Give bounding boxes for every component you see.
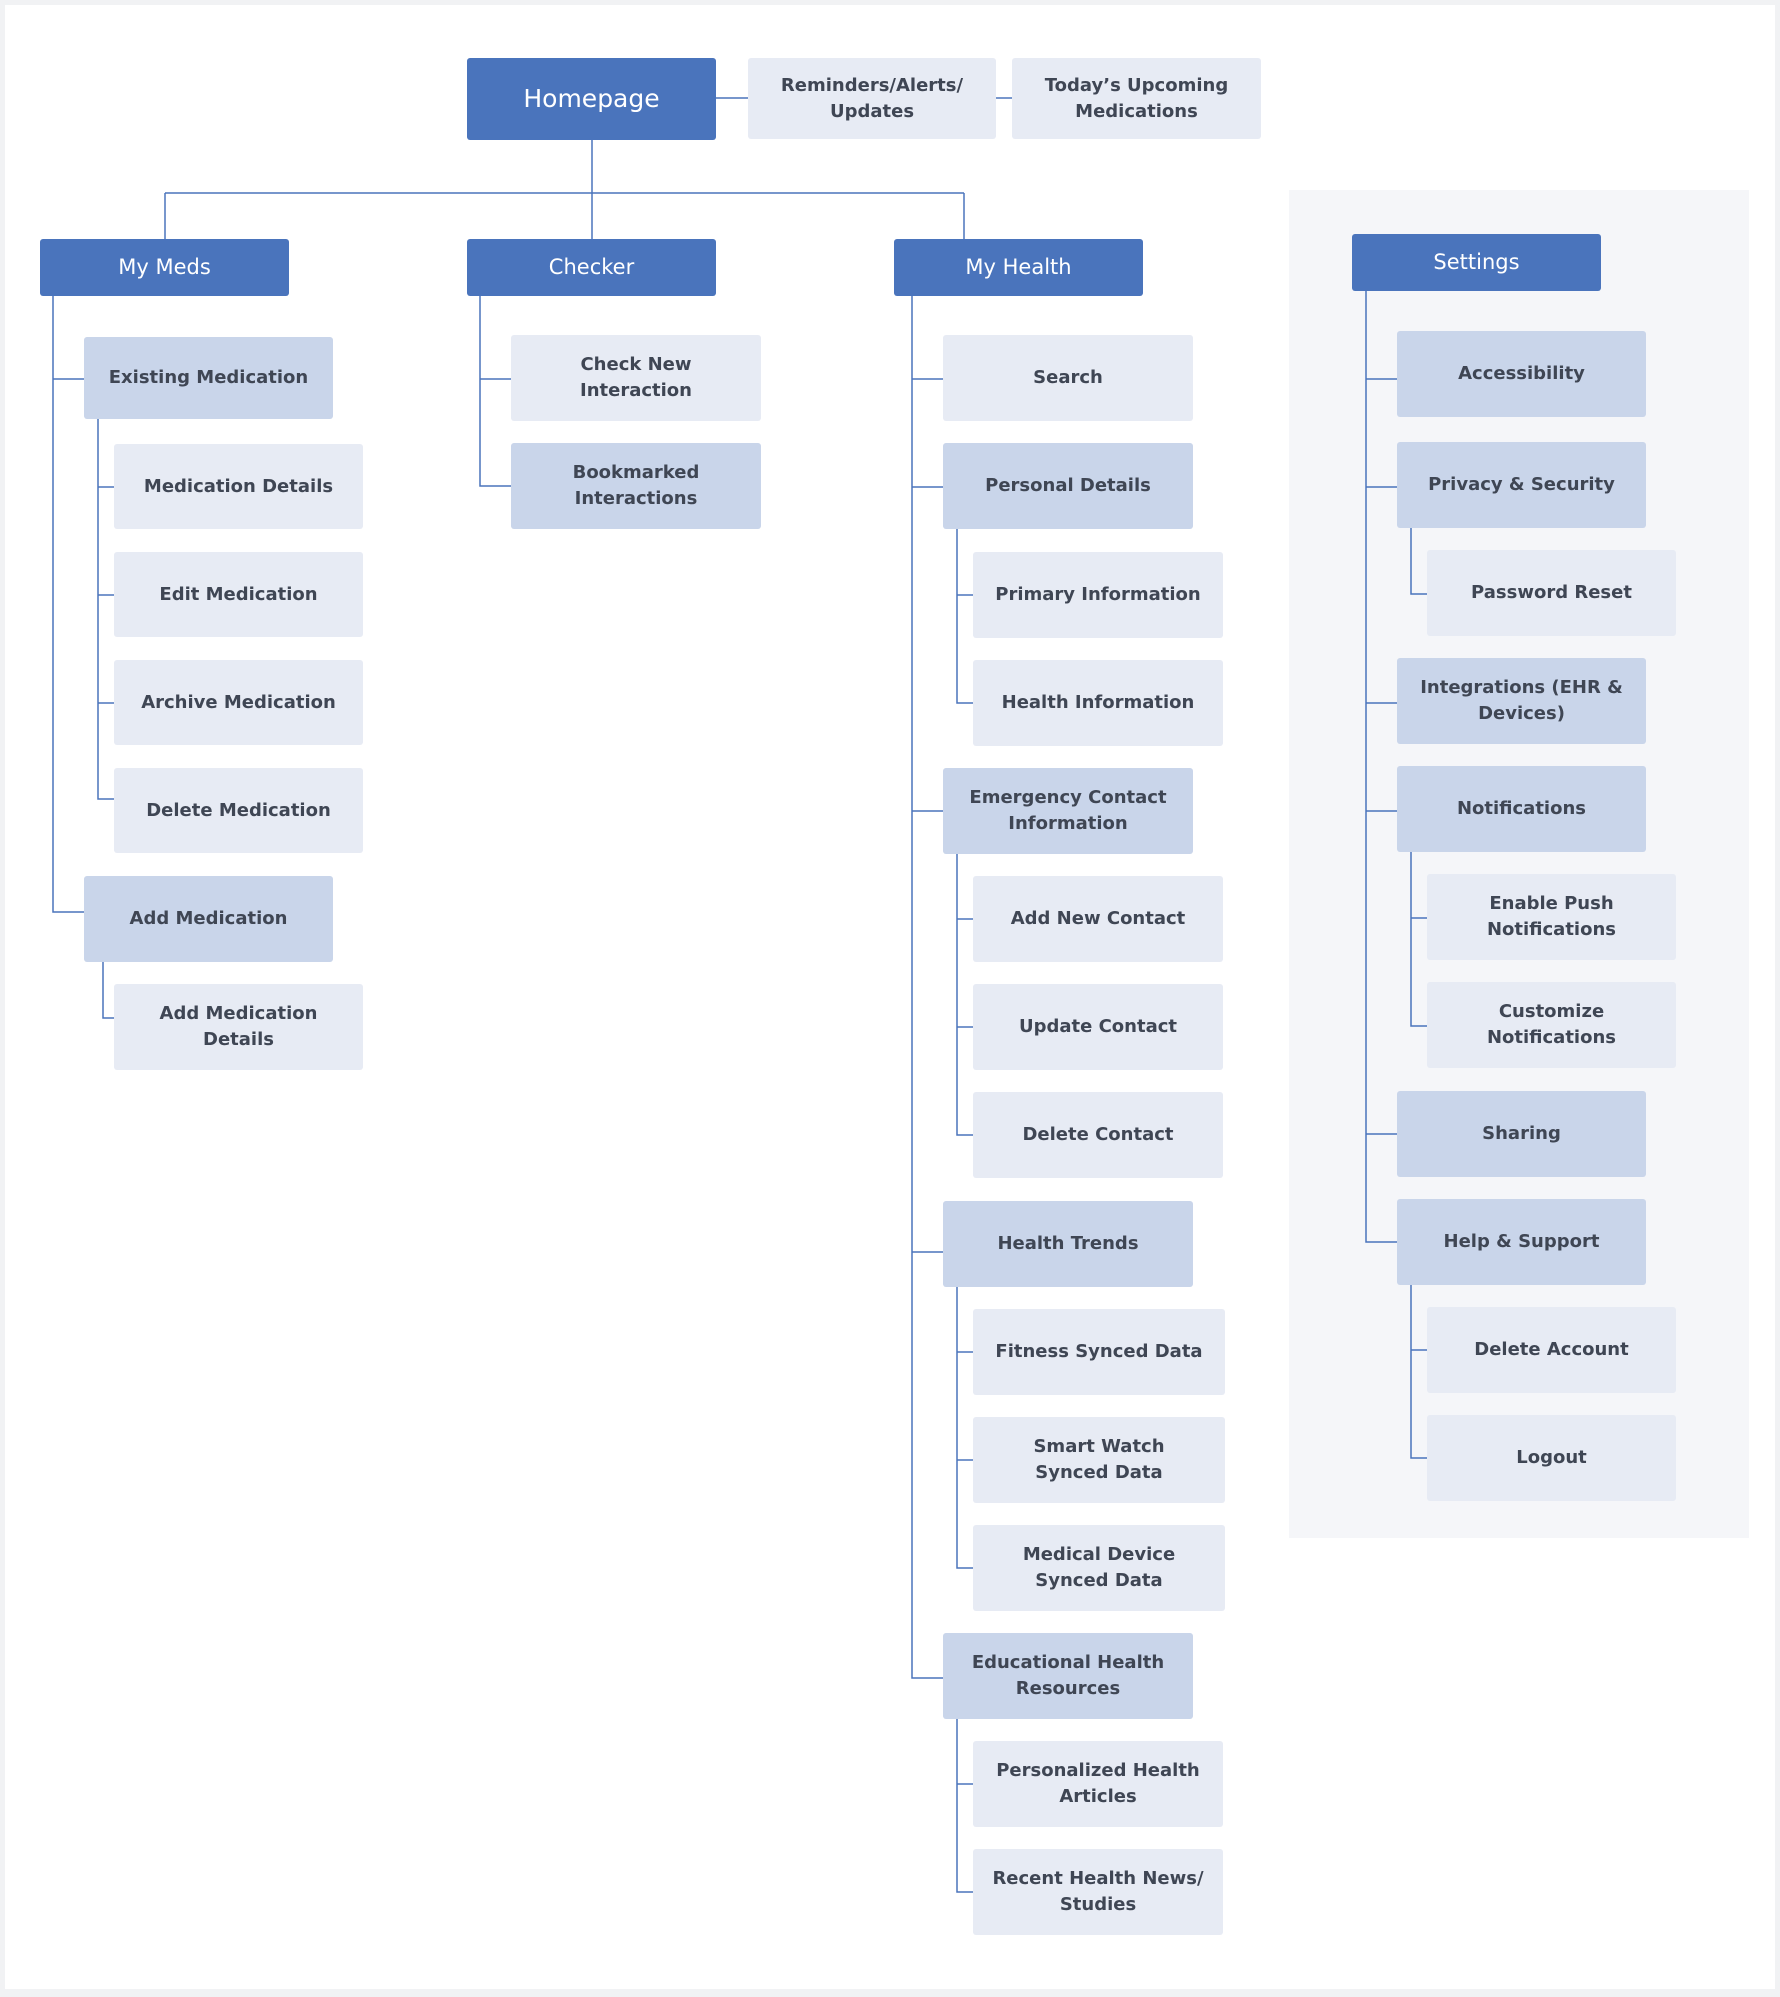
help-support-node[interactable]: Help & Support (1397, 1199, 1646, 1285)
notifications-node[interactable]: Notifications (1397, 766, 1646, 852)
add-medication-details-node[interactable]: Add Medication Details (114, 984, 363, 1070)
existing-medication-node[interactable]: Existing Medication (84, 337, 333, 419)
educational-health-resources-node[interactable]: Educational Health Resources (943, 1633, 1193, 1719)
logout-node[interactable]: Logout (1427, 1415, 1676, 1501)
emergency-contact-node[interactable]: Emergency Contact Information (943, 768, 1193, 854)
personal-details-node[interactable]: Personal Details (943, 443, 1193, 529)
reminders-alerts-node[interactable]: Reminders/Alerts/ Updates (748, 58, 996, 139)
health-trends-node[interactable]: Health Trends (943, 1201, 1193, 1287)
add-medication-node[interactable]: Add Medication (84, 876, 333, 962)
connector-existing-spine (97, 419, 114, 800)
enable-push-notifications-node[interactable]: Enable Push Notifications (1427, 874, 1676, 960)
connector-privacy-spine (1410, 528, 1427, 595)
delete-account-node[interactable]: Delete Account (1427, 1307, 1676, 1393)
password-reset-node[interactable]: Password Reset (1427, 550, 1676, 636)
medical-device-synced-data-node[interactable]: Medical Device Synced Data (973, 1525, 1225, 1611)
accessibility-node[interactable]: Accessibility (1397, 331, 1646, 417)
health-information-node[interactable]: Health Information (973, 660, 1223, 746)
connector-help-spine (1410, 1284, 1427, 1459)
my-health-node[interactable]: My Health (894, 239, 1143, 296)
medication-details-node[interactable]: Medication Details (114, 444, 363, 529)
edit-medication-node[interactable]: Edit Medication (114, 552, 363, 637)
connector-emergency-spine (956, 853, 973, 1136)
archive-medication-node[interactable]: Archive Medication (114, 660, 363, 745)
search-node[interactable]: Search (943, 335, 1193, 421)
checker-node[interactable]: Checker (467, 239, 716, 296)
connector-notifications-spine (1410, 852, 1427, 1027)
personalized-health-articles-node[interactable]: Personalized Health Articles (973, 1741, 1223, 1827)
delete-medication-node[interactable]: Delete Medication (114, 768, 363, 853)
fitness-synced-data-node[interactable]: Fitness Synced Data (973, 1309, 1225, 1395)
add-new-contact-node[interactable]: Add New Contact (973, 876, 1223, 962)
delete-contact-node[interactable]: Delete Contact (973, 1092, 1223, 1178)
homepage-node[interactable]: Homepage (467, 58, 716, 140)
connector-personal-spine (956, 528, 973, 704)
connector-mymeds-spine (52, 296, 84, 913)
customize-notifications-node[interactable]: Customize Notifications (1427, 982, 1676, 1068)
smart-watch-synced-data-node[interactable]: Smart Watch Synced Data (973, 1417, 1225, 1503)
integrations-node[interactable]: Integrations (EHR & Devices) (1397, 658, 1646, 744)
connector-add-spine (102, 962, 114, 1019)
connector-settings-spine (1365, 291, 1397, 1243)
connector-trends-spine (956, 1286, 973, 1569)
bookmarked-interactions-node[interactable]: Bookmarked Interactions (511, 443, 761, 529)
connector-myhealth-spine (911, 296, 943, 1679)
update-contact-node[interactable]: Update Contact (973, 984, 1223, 1070)
todays-medications-node[interactable]: Today’s Upcoming Medications (1012, 58, 1261, 139)
recent-health-news-node[interactable]: Recent Health News/ Studies (973, 1849, 1223, 1935)
primary-information-node[interactable]: Primary Information (973, 552, 1223, 638)
check-new-interaction-node[interactable]: Check New Interaction (511, 335, 761, 421)
my-meds-node[interactable]: My Meds (40, 239, 289, 296)
connector-checker-spine (479, 296, 511, 487)
settings-node[interactable]: Settings (1352, 234, 1601, 291)
connector-education-spine (956, 1718, 973, 1893)
sharing-node[interactable]: Sharing (1397, 1091, 1646, 1177)
privacy-security-node[interactable]: Privacy & Security (1397, 442, 1646, 528)
